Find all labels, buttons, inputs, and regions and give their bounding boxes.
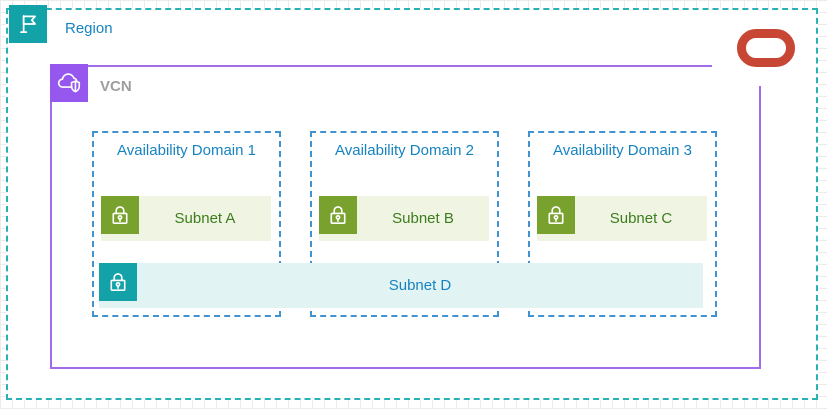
ad3-label: Availability Domain 3 — [553, 142, 692, 159]
padlock-icon — [99, 263, 137, 301]
subnet-b: Subnet B — [319, 196, 489, 241]
subnet-b-label: Subnet B — [392, 210, 454, 227]
vcn-label: VCN — [100, 78, 132, 95]
availability-domain-2: Availability Domain 2 Subnet B — [310, 131, 499, 317]
subnet-c: Subnet C — [537, 196, 707, 241]
padlock-icon — [537, 196, 575, 234]
ad1-label: Availability Domain 1 — [117, 142, 256, 159]
region-label: Region — [65, 20, 113, 37]
padlock-icon — [319, 196, 357, 234]
availability-domain-1: Availability Domain 1 Subnet A — [92, 131, 281, 317]
cloud-shield-icon — [50, 64, 88, 102]
padlock-icon — [101, 196, 139, 234]
vcn-container — [50, 65, 761, 369]
regional-subnet-d: Subnet D — [99, 263, 703, 308]
subnet-a-label: Subnet A — [174, 210, 236, 227]
flag-icon — [9, 5, 47, 43]
subnet-d-label: Subnet D — [388, 277, 452, 294]
region-container: Region VCN Availability Domain 1 Subnet … — [6, 5, 818, 400]
ad2-label: Availability Domain 2 — [335, 142, 474, 159]
oracle-logo — [737, 29, 795, 67]
availability-domain-3: Availability Domain 3 Subnet C — [528, 131, 717, 317]
subnet-c-label: Subnet C — [609, 210, 673, 227]
subnet-a: Subnet A — [101, 196, 271, 241]
